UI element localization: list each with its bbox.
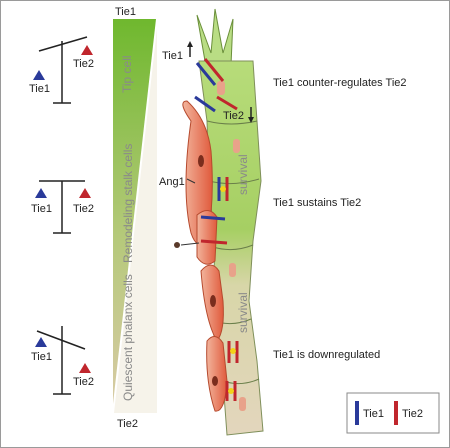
mural-nucleus	[212, 376, 218, 386]
tie1-weight-icon	[35, 337, 47, 347]
cell-border	[212, 244, 254, 251]
statement-2: Tie1 sustains Tie2	[273, 197, 361, 209]
vessel-illustration: Tie1 Tie2 Ang1 survival survival	[159, 8, 264, 436]
cell-border	[206, 120, 258, 125]
ang1-label: Ang1	[159, 176, 185, 188]
survival-label: survival	[236, 292, 250, 333]
nucleus	[217, 81, 225, 95]
gradient-bottom-label: Tie2	[117, 418, 138, 430]
ang1-ligand	[174, 242, 180, 248]
balance-left-label: Tie1	[31, 203, 52, 215]
balance-3: Tie1 Tie2	[31, 326, 94, 395]
statement-1: Tie1 counter-regulates Tie2	[273, 77, 407, 89]
legend-box	[346, 392, 440, 434]
ang1-ligand	[228, 388, 234, 394]
balance-left-label: Tie1	[31, 351, 52, 363]
mural-nucleus	[210, 295, 216, 307]
zone-label-tip: Tip cell	[120, 55, 134, 93]
legend: Tie1 Tie2	[346, 392, 440, 434]
receptor-group-phalanx	[225, 341, 239, 401]
tie2-receptor	[216, 95, 238, 111]
receptor-group-tip	[194, 58, 238, 113]
tie2-weight-icon	[81, 45, 93, 55]
receptor-group-stalk	[174, 177, 229, 248]
gradient-top-label: Tie1	[115, 6, 136, 18]
nucleus	[229, 263, 236, 277]
tip-cell-filopodia	[196, 8, 234, 66]
legend-tie2-label: Tie2	[402, 408, 423, 420]
inhibition-line	[180, 242, 200, 246]
survival-label: survival	[236, 154, 250, 195]
zone-label-stalk: Remodeling stalk cells	[121, 144, 135, 263]
tie2-receptor	[203, 58, 225, 82]
mural-cell	[196, 210, 218, 265]
tie1-receptor	[195, 62, 217, 86]
statement-3: Tie1 is downregulated	[273, 349, 380, 361]
balance-right-label: Tie2	[73, 203, 94, 215]
balance-right-label: Tie2	[73, 376, 94, 388]
tie1-receptor	[200, 215, 226, 221]
tie2-down-label: Tie2	[223, 110, 244, 122]
zone-label-phalanx: Quiescent phalanx cells	[121, 274, 135, 401]
ang1-ligand	[220, 186, 226, 192]
mural-nucleus	[198, 155, 204, 167]
tie2-weight-icon	[79, 363, 91, 373]
down-arrow-head-icon	[248, 117, 254, 123]
ang1-arrow	[186, 178, 196, 184]
balance-right-label: Tie2	[73, 58, 94, 70]
nucleus	[233, 139, 240, 153]
ang1-ligand	[230, 348, 236, 354]
cell-border	[208, 178, 260, 185]
mural-cell	[206, 336, 228, 412]
balance-2: Tie1 Tie2	[31, 180, 94, 234]
tie1-up-label: Tie1	[162, 50, 183, 62]
tie2-weight-icon	[79, 188, 91, 198]
balance-left-label: Tie1	[29, 83, 50, 95]
balance-beam	[36, 330, 86, 350]
balance-beam	[38, 36, 88, 52]
gradient-divider	[112, 18, 158, 414]
tie1-receptor	[194, 95, 216, 113]
up-arrow-head-icon	[187, 41, 193, 47]
expression-gradient: Tie1 Tie2 Tip cell Remodeling stalk cell…	[112, 6, 158, 430]
tie1-weight-icon	[35, 188, 47, 198]
legend-tie1-label: Tie1	[363, 408, 384, 420]
balance-1: Tie1 Tie2	[29, 36, 94, 104]
nucleus	[239, 397, 246, 411]
tie2-receptor	[200, 239, 228, 245]
tie1-weight-icon	[33, 70, 45, 80]
